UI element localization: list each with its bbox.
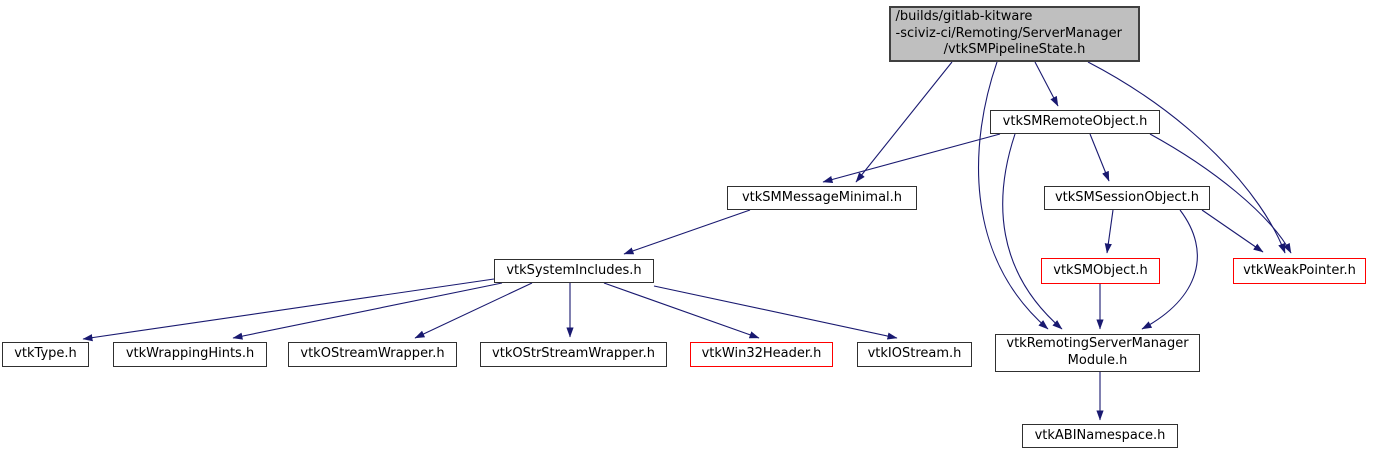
edge-root-to-vtkSMRemoteObject (1034, 61, 1059, 107)
node-label: vtkSMSessionObject.h (1054, 189, 1200, 205)
node-vtkSystemIncludes[interactable]: vtkSystemIncludes.h (494, 259, 654, 283)
node-label: vtkRemotingServerManager (1006, 336, 1189, 352)
node-label: vtkOStrStreamWrapper.h (492, 346, 655, 362)
node-vtkOStreamWrapper[interactable]: vtkOStreamWrapper.h (288, 342, 457, 367)
edge-vtkSystemIncludes-to-vtkIOStream (653, 285, 898, 340)
node-vtkWeakPointer[interactable]: vtkWeakPointer.h (1233, 258, 1366, 284)
node-root: /builds/gitlab-kitware-sciviz-ci/Remotin… (889, 6, 1140, 62)
node-label: -sciviz-ci/Remoting/ServerManager (895, 25, 1122, 41)
node-vtkOStrStreamWrapper[interactable]: vtkOStrStreamWrapper.h (480, 342, 667, 367)
edge-vtkSystemIncludes-to-vtkWrappingHints (232, 282, 503, 340)
edge-vtkSMSessionObject-to-vtkRemotingServerManagerModule (1141, 209, 1198, 330)
edge-vtkSMRemoteObject-to-vtkWeakPointer (1149, 133, 1292, 254)
node-label: /vtkSMPipelineState.h (943, 42, 1086, 58)
node-label: vtkWrappingHints.h (125, 346, 255, 362)
node-vtkSMSessionObject[interactable]: vtkSMSessionObject.h (1044, 186, 1210, 210)
node-label: vtkWin32Header.h (701, 346, 822, 362)
edge-vtkSMRemoteObject-to-vtkSMSessionObject (1089, 133, 1110, 182)
node-vtkSMMessageMinimal[interactable]: vtkSMMessageMinimal.h (727, 186, 917, 210)
edge-vtkSMSessionObject-to-vtkSMObject (1104, 209, 1114, 254)
edge-vtkSystemIncludes-to-vtkType (82, 278, 495, 342)
node-vtkSMRemoteObject[interactable]: vtkSMRemoteObject.h (990, 110, 1160, 134)
edge-vtkSystemIncludes-to-vtkOStreamWrapper (414, 282, 533, 339)
node-label: vtkType.h (14, 346, 77, 362)
edge-vtkSMMessageMinimal-to-vtkSystemIncludes (623, 209, 751, 255)
node-vtkSMObject[interactable]: vtkSMObject.h (1041, 258, 1160, 284)
node-vtkABINamespace[interactable]: vtkABINamespace.h (1022, 424, 1178, 448)
node-label: /builds/gitlab-kitware (895, 9, 1033, 25)
node-label: vtkIOStream.h (867, 346, 962, 362)
node-vtkWin32Header[interactable]: vtkWin32Header.h (690, 342, 833, 367)
edge-vtkSMRemoteObject-to-vtkSMMessageMinimal (822, 133, 1001, 183)
node-vtkWrappingHints[interactable]: vtkWrappingHints.h (113, 342, 267, 367)
node-label: Module.h (1067, 353, 1128, 368)
node-vtkType[interactable]: vtkType.h (2, 342, 89, 367)
node-label: vtkSMMessageMinimal.h (741, 189, 903, 205)
edge-root-to-vtkRemotingServerManagerModule (977, 61, 1049, 330)
edge-vtkSystemIncludes-to-vtkWin32Header (603, 282, 760, 339)
node-label: vtkABINamespace.h (1034, 427, 1166, 443)
node-label: vtkSMObject.h (1053, 262, 1148, 278)
node-vtkIOStream[interactable]: vtkIOStream.h (857, 342, 972, 367)
edge-vtkSMRemoteObject-to-vtkRemotingServerManagerModule (1002, 133, 1063, 330)
node-label: vtkSystemIncludes.h (506, 262, 642, 278)
edge-vtkSMSessionObject-to-vtkWeakPointer (1201, 209, 1264, 253)
edge-root-to-vtkSMMessageMinimal (855, 61, 953, 183)
node-label: vtkOStreamWrapper.h (300, 346, 445, 362)
node-label: vtkSMRemoteObject.h (1002, 113, 1148, 129)
node-label: vtkWeakPointer.h (1243, 262, 1356, 278)
edge-root-to-vtkWeakPointer (1087, 61, 1286, 254)
